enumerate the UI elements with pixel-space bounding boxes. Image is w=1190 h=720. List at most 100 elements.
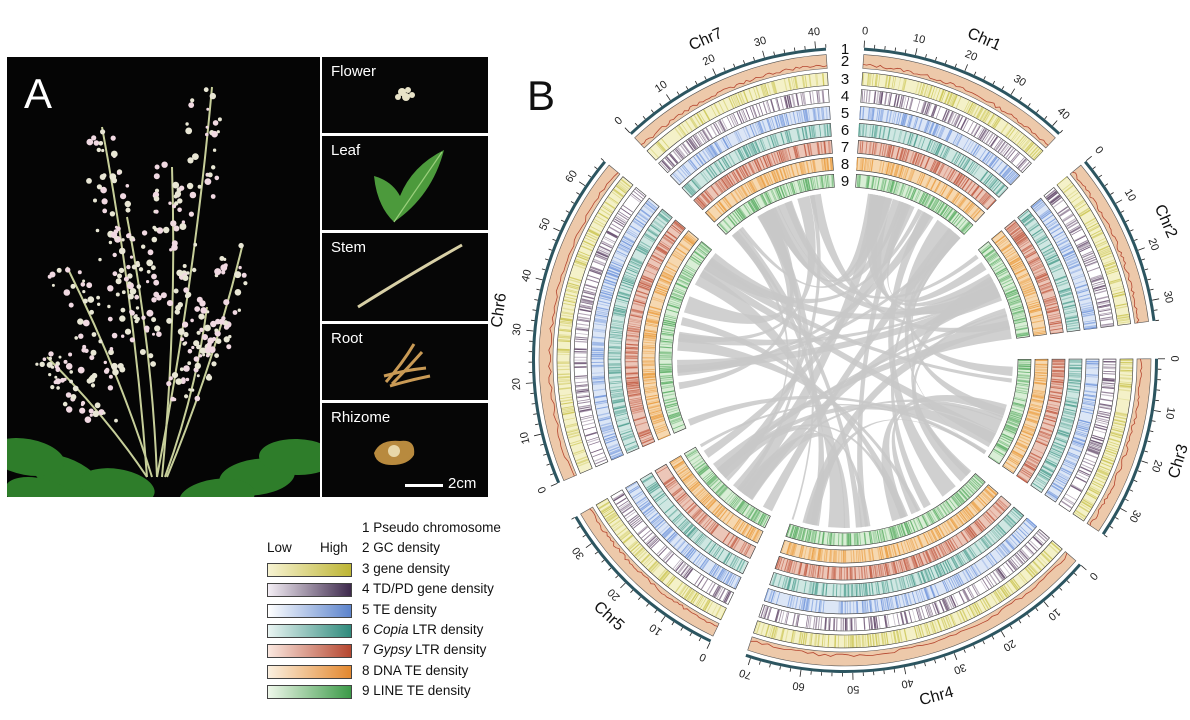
scale-bar bbox=[405, 484, 443, 487]
chromosome-label: Chr2 bbox=[1151, 202, 1180, 241]
gc-density-track bbox=[1086, 358, 1152, 532]
density-track-3 bbox=[595, 497, 727, 621]
density-track-5 bbox=[625, 480, 742, 590]
tick-label: 40 bbox=[900, 676, 914, 690]
density-track-6 bbox=[681, 123, 832, 198]
synteny-links bbox=[677, 193, 1013, 528]
density-track-5 bbox=[1044, 358, 1100, 503]
tick-label: 30 bbox=[1161, 290, 1175, 304]
scale-bar-label: 2cm bbox=[448, 475, 477, 492]
density-track-7 bbox=[1004, 219, 1064, 335]
synteny-link bbox=[720, 427, 850, 528]
legend-item-1: 1 Pseudo chromosome bbox=[362, 520, 501, 535]
density-track-3 bbox=[861, 72, 1044, 161]
tick-label: 0 bbox=[612, 115, 625, 128]
density-track-8 bbox=[1002, 358, 1049, 475]
gc-density-line bbox=[548, 172, 619, 477]
synteny-link bbox=[866, 193, 994, 307]
chromosome-chr3 bbox=[987, 358, 1159, 536]
tick-label: 40 bbox=[807, 26, 820, 39]
gc-density-line bbox=[750, 552, 1068, 657]
synteny-link bbox=[741, 399, 1004, 495]
tick-label: 10 bbox=[1046, 606, 1063, 623]
density-track-3 bbox=[1056, 176, 1132, 326]
synteny-link bbox=[699, 267, 997, 444]
synteny-link bbox=[718, 194, 821, 479]
panel-b-letter: B bbox=[527, 72, 556, 119]
tick-label: 30 bbox=[1126, 508, 1142, 524]
chromosome-label: Chr6 bbox=[488, 292, 510, 329]
density-track-6 bbox=[1017, 208, 1081, 333]
tick-label: 0 bbox=[1087, 570, 1100, 582]
tick-label: 30 bbox=[511, 323, 524, 336]
tick-label: 0 bbox=[698, 650, 709, 663]
legend-text: GC density bbox=[373, 540, 441, 556]
legend-text-suffix: LTR density bbox=[408, 622, 484, 637]
tick-label: 60 bbox=[792, 679, 806, 693]
legend-number: 3 bbox=[362, 560, 370, 576]
gc-density-line bbox=[863, 63, 1049, 146]
density-track-8 bbox=[856, 157, 986, 223]
density-track-5 bbox=[669, 106, 831, 186]
tick-label: 10 bbox=[653, 79, 670, 96]
legend-number: 5 bbox=[362, 601, 370, 617]
tissue-label-flower: Flower bbox=[331, 63, 377, 80]
density-track-7 bbox=[857, 140, 997, 211]
synteny-link bbox=[678, 195, 816, 343]
density-track-6 bbox=[1030, 358, 1083, 494]
density-track-7 bbox=[774, 495, 1012, 581]
density-track-4 bbox=[1043, 186, 1115, 328]
legend-text-suffix: LTR density bbox=[411, 642, 487, 658]
tick-label: 40 bbox=[520, 268, 535, 283]
track-number-6: 6 bbox=[841, 122, 849, 139]
density-track-3 bbox=[646, 72, 829, 161]
synteny-link bbox=[703, 201, 915, 458]
chromosome-chr7 bbox=[629, 47, 835, 235]
tick-label: 10 bbox=[1163, 406, 1177, 420]
tissue-stem-photo: Stem bbox=[322, 233, 488, 321]
legend-high-label: High bbox=[320, 540, 348, 555]
legend-swatch-4 bbox=[267, 583, 352, 598]
density-track-7 bbox=[624, 219, 686, 448]
tick-label: 50 bbox=[537, 216, 553, 232]
legend-number: 9 bbox=[362, 683, 370, 699]
legend-number: 8 bbox=[362, 662, 370, 678]
legend-number: 2 bbox=[362, 540, 370, 556]
tissue-root-photo: Root bbox=[322, 324, 488, 400]
legend-swatch-8 bbox=[267, 664, 352, 679]
legend-number: 1 bbox=[362, 520, 370, 535]
tick-label: 40 bbox=[1055, 105, 1072, 122]
gc-density-track bbox=[580, 506, 720, 637]
legend-text: LINE TE density bbox=[373, 683, 471, 699]
density-track-9 bbox=[977, 241, 1030, 339]
legend-number: 7 bbox=[362, 642, 370, 658]
density-track-6 bbox=[858, 123, 1009, 198]
legend-swatch-9 bbox=[267, 685, 352, 700]
density-track-3 bbox=[753, 540, 1063, 649]
tick-label: 10 bbox=[518, 431, 533, 446]
legend-swatch-5 bbox=[267, 603, 352, 618]
gc-density-track bbox=[747, 551, 1077, 667]
density-track-9 bbox=[785, 473, 986, 547]
density-track-8 bbox=[704, 157, 834, 223]
chromosome-tracks bbox=[531, 47, 1159, 673]
tissue-label-stem: Stem bbox=[331, 239, 367, 256]
legend-text: TD/PD gene density bbox=[373, 581, 494, 597]
synteny-link bbox=[870, 194, 1001, 315]
chromosome-chr5 bbox=[574, 446, 771, 643]
gc-density-track bbox=[634, 54, 828, 149]
tick-label: 50 bbox=[847, 683, 860, 695]
gc-density-line bbox=[589, 508, 718, 627]
density-track-5 bbox=[763, 517, 1038, 615]
density-track-7 bbox=[1016, 358, 1066, 484]
tick-label: 20 bbox=[701, 52, 717, 68]
density-track-9 bbox=[987, 359, 1032, 465]
circos-plot: 010203040Chr10102030Chr20102030Chr301020… bbox=[488, 25, 1190, 709]
synteny-link bbox=[677, 289, 1003, 373]
track-number-3: 3 bbox=[841, 71, 849, 88]
track-number-7: 7 bbox=[841, 139, 849, 156]
tick-label: 70 bbox=[738, 666, 753, 681]
tick-label: 60 bbox=[563, 168, 580, 185]
